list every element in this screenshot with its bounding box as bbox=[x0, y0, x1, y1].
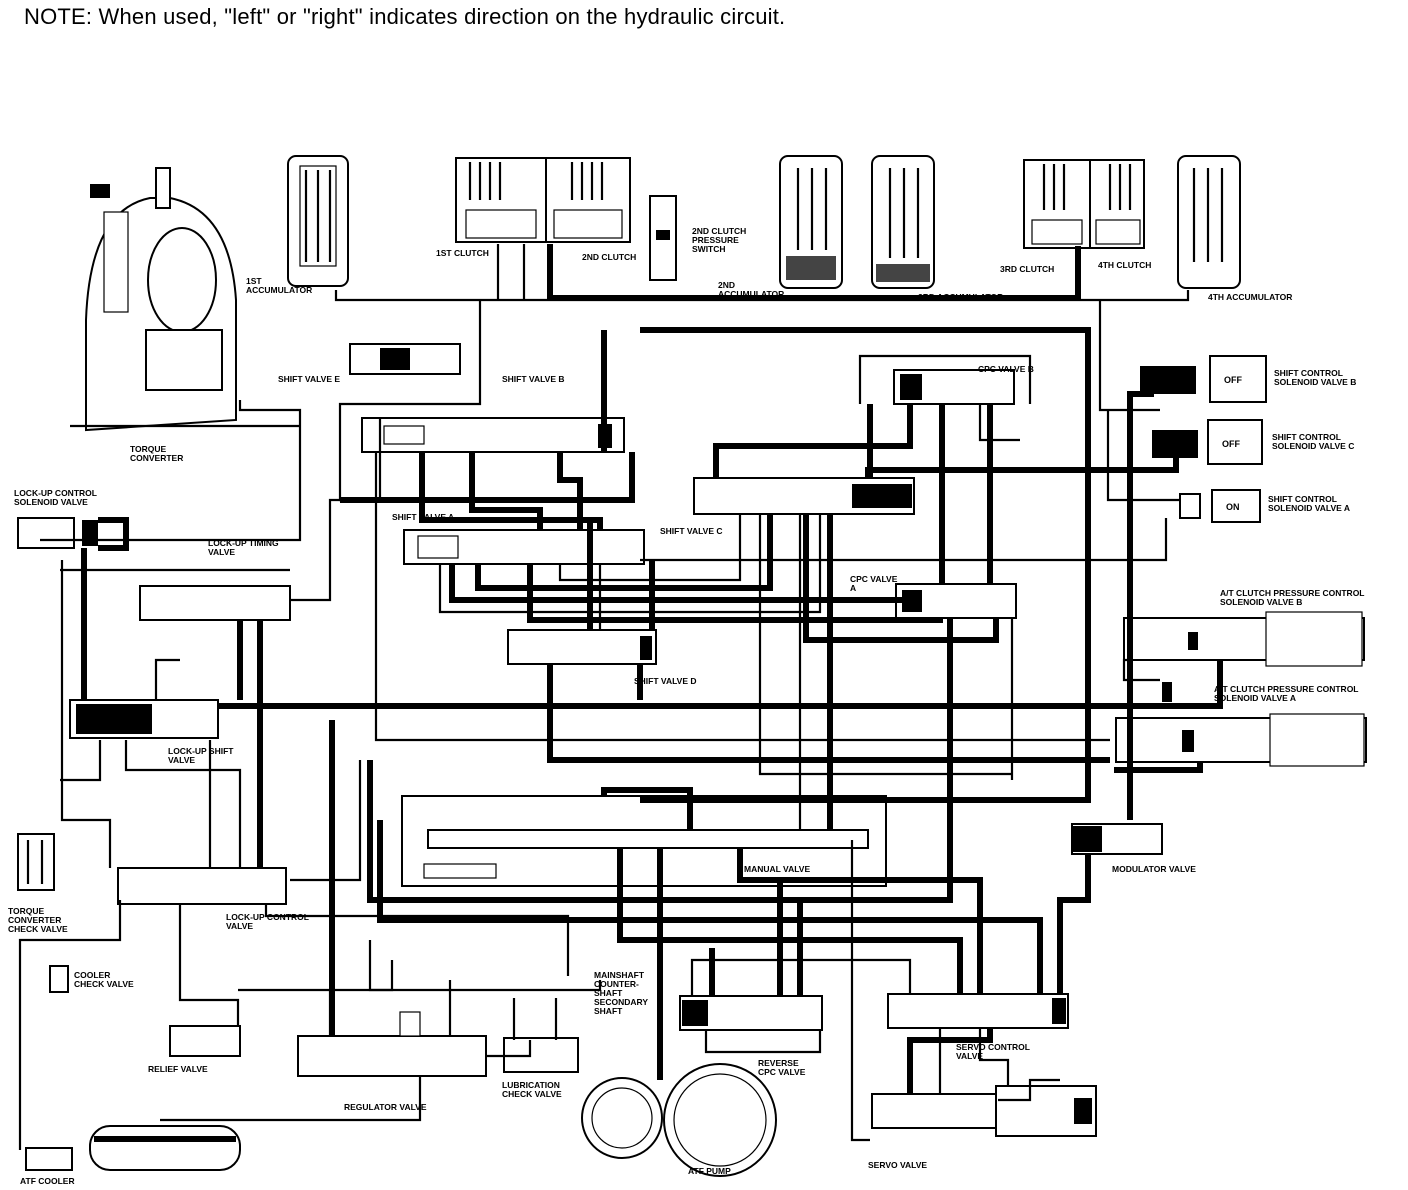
atf-pump bbox=[581, 1063, 777, 1177]
reverse-cpc-valve bbox=[679, 995, 823, 1031]
shift-control-solenoid-a: ON bbox=[1179, 489, 1261, 523]
modulator-valve bbox=[1071, 823, 1163, 855]
note-text: NOTE: When used, "left" or "right" indic… bbox=[24, 4, 786, 29]
accumulator-1st bbox=[287, 155, 349, 287]
label-servo-valve: SERVO VALVE bbox=[868, 1160, 927, 1170]
label-accumulator-3rd: 3RD ACCUMULATOR bbox=[918, 292, 1003, 302]
label-relief-valve: RELIEF VALVE bbox=[148, 1064, 208, 1074]
shift-valve-d bbox=[507, 629, 657, 665]
solenoid-a-state: ON bbox=[1226, 502, 1240, 512]
lockup-shift-valve bbox=[69, 699, 219, 739]
label-shift-valve-a: SHIFT VALVE A bbox=[392, 512, 454, 522]
shift-valve-b bbox=[361, 417, 625, 453]
label-accumulator-4th: 4TH ACCUMULATOR bbox=[1208, 292, 1292, 302]
servo-control-valve bbox=[887, 993, 1069, 1029]
accumulator-3rd bbox=[871, 155, 935, 289]
at-clutch-solenoid-a bbox=[1115, 682, 1367, 767]
thick-hydraulic-lines bbox=[81, 244, 1223, 1094]
regulator-valve bbox=[297, 1011, 487, 1077]
accumulator-2nd bbox=[779, 155, 843, 289]
label-atf-pump: ATF PUMP bbox=[688, 1166, 731, 1176]
cpc-valve-b bbox=[893, 369, 1015, 405]
torque-converter-check-valve bbox=[17, 833, 55, 891]
label-clutch-3rd: 3RD CLUTCH bbox=[1000, 264, 1054, 274]
shift-valve-c bbox=[693, 477, 915, 515]
label-clutch-2nd: 2ND CLUTCH bbox=[582, 252, 636, 262]
cooler-check-valve bbox=[49, 965, 69, 993]
at-clutch-solenoid-b bbox=[1123, 611, 1365, 667]
clutch-4th bbox=[1089, 159, 1145, 249]
label-clutch-4th: 4TH CLUTCH bbox=[1098, 260, 1151, 270]
relief-valve bbox=[169, 1025, 241, 1057]
label-manual-valve: MANUAL VALVE bbox=[744, 864, 810, 874]
label-modulator-valve: MODULATOR VALVE bbox=[1112, 864, 1196, 874]
shift-control-solenoid-b: OFF bbox=[1140, 355, 1267, 403]
lockup-control-solenoid bbox=[17, 517, 98, 549]
shift-valve-e bbox=[349, 343, 461, 375]
label-clutch-1st: 1ST CLUTCH bbox=[436, 248, 489, 258]
solenoid-b-state: OFF bbox=[1224, 375, 1242, 385]
torque-converter bbox=[70, 167, 300, 432]
servo-valve bbox=[871, 1085, 1097, 1137]
pressure-switch-2nd bbox=[649, 195, 677, 281]
lockup-control-valve bbox=[117, 867, 287, 905]
manual-valve bbox=[401, 795, 887, 887]
clutch-1st bbox=[455, 157, 547, 243]
label-shift-valve-b: SHIFT VALVE B bbox=[502, 374, 565, 384]
label-shift-valve-d: SHIFT VALVE D bbox=[634, 676, 697, 686]
clutch-2nd bbox=[545, 157, 631, 243]
clutch-3rd bbox=[1023, 159, 1091, 249]
solenoid-c-state: OFF bbox=[1222, 439, 1240, 449]
label-cpc-valve-b: CPC VALVE B bbox=[978, 364, 1034, 374]
label-atf-cooler: ATF COOLER bbox=[20, 1176, 75, 1186]
accumulator-4th bbox=[1177, 155, 1241, 289]
shift-control-solenoid-c: OFF bbox=[1152, 419, 1263, 465]
shift-valve-a bbox=[403, 529, 645, 565]
label-shift-valve-e: SHIFT VALVE E bbox=[278, 374, 340, 384]
cpc-valve-a bbox=[895, 583, 1017, 619]
label-regulator-valve: REGULATOR VALVE bbox=[344, 1102, 427, 1112]
label-shift-valve-c: SHIFT VALVE C bbox=[660, 526, 723, 536]
lockup-timing-valve bbox=[139, 585, 291, 621]
atf-cooler bbox=[25, 1125, 241, 1171]
